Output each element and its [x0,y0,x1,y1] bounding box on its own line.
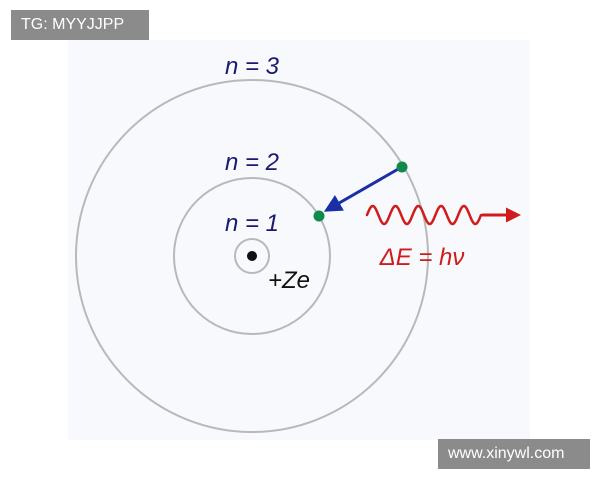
energy-label: ΔE = hν [379,244,465,271]
orbit-label-n3: n = 3 [225,53,280,80]
electron-n3 [396,161,408,173]
orbit-label-n1: n = 1 [225,210,279,237]
orbit-n2 [173,177,331,335]
watermark-top-left: TG: MYYJJPP [11,10,149,40]
orbit-n1 [234,238,270,274]
diagram-background [68,40,530,440]
nucleus-label: +Ze [268,267,310,294]
orbit-n3 [75,79,429,433]
electron-n2 [313,210,325,222]
watermark-bottom-right: www.xinywl.com [438,439,590,469]
photon-wave [365,204,483,226]
transition-arrow [323,166,401,212]
nucleus [247,251,257,261]
orbit-label-n2: n = 2 [225,149,279,176]
